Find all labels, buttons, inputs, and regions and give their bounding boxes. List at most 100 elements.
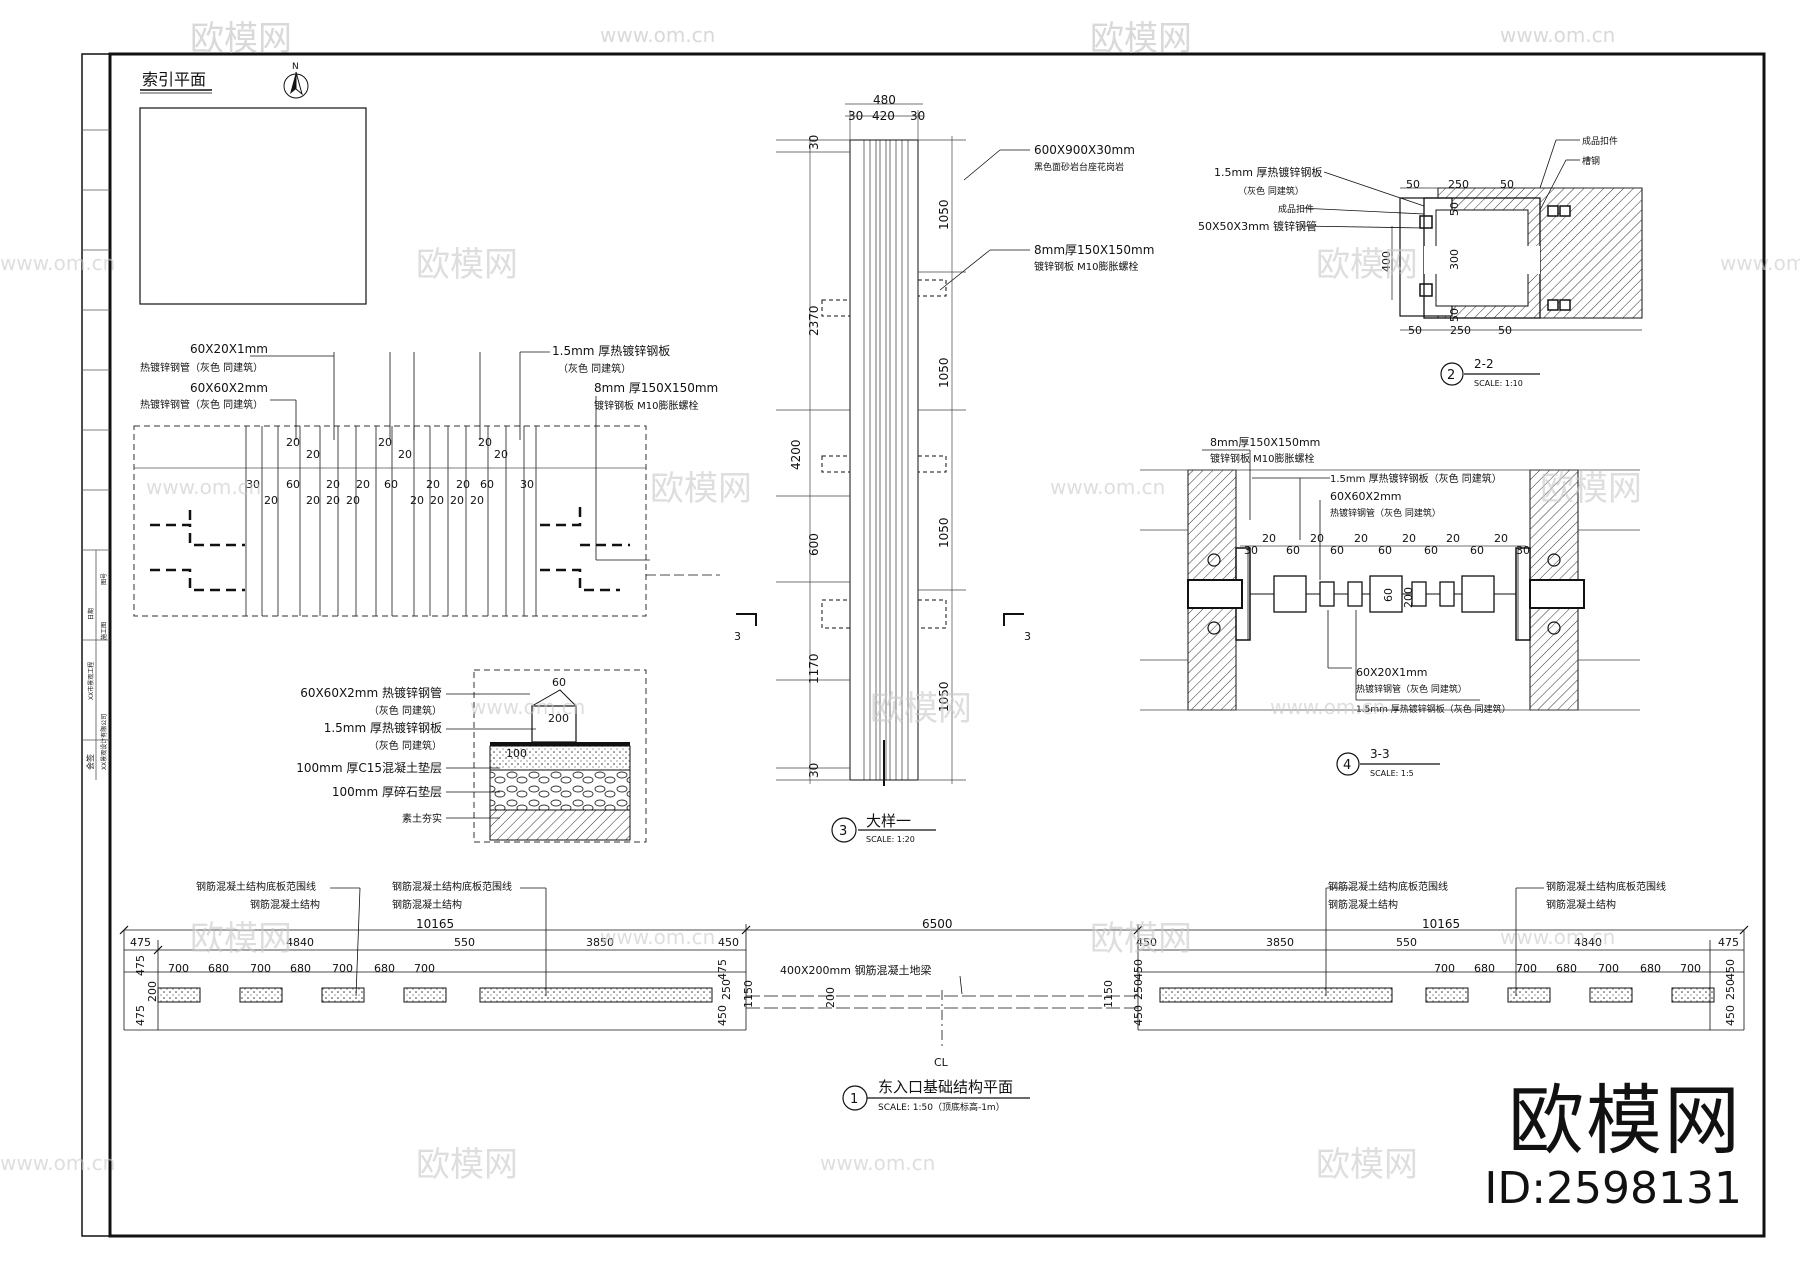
d3-top-dim: 420: [872, 109, 895, 123]
brand-id: ID:2598131: [1484, 1163, 1742, 1214]
elev-note: 热镀锌钢管（灰色 同建筑）: [140, 398, 263, 411]
s33-dim: 60: [1286, 544, 1300, 557]
s33-number: 4: [1343, 758, 1351, 773]
brand-stamp: 欧模网 ID:2598131: [1484, 1078, 1742, 1214]
plan-dim: 4840: [1574, 936, 1602, 949]
d3-note: 黑色面砂岩台座花岗岩: [1034, 161, 1124, 173]
watermark-url: www.om.cn: [1270, 695, 1385, 719]
plan-vdim: 450: [1132, 1005, 1145, 1026]
plan-sub: 680: [1556, 962, 1577, 975]
foundation-layer: 100mm 厚C15混凝土垫层: [296, 760, 442, 775]
s33-note: 1.5mm 厚热镀锌钢板（灰色 同建筑）: [1330, 472, 1502, 485]
title-strip: 会签 XX景观设计有限公司 XX市景观工程 施工图 日期 图号: [82, 53, 110, 780]
plan-vdim: 450: [1724, 959, 1737, 980]
index-plan-frame: [139, 107, 367, 305]
elev-dim: 30: [246, 478, 260, 491]
watermark-url: www.om.cn: [600, 925, 715, 949]
strip-label: 图号: [101, 573, 108, 585]
s33-note: 热镀锌钢管（灰色 同建筑）: [1330, 507, 1441, 519]
elev-note: 8mm 厚150X150mm: [594, 381, 718, 395]
d3-top-dim: 30: [848, 109, 863, 123]
plan-callout: 钢筋混凝土结构底板范围线: [1546, 880, 1666, 893]
plan-sub: 700: [414, 962, 435, 975]
elev-dim: 20: [286, 436, 300, 449]
watermark-url: www.om.cn: [0, 251, 115, 275]
elev-dim: 20: [478, 436, 492, 449]
index-plan-title: 索引平面: [142, 70, 206, 89]
elev-dim: 20: [398, 448, 412, 461]
plan-callout: 钢筋混凝土结构底板范围线: [196, 880, 316, 893]
plan-vdim: 475: [716, 959, 729, 980]
watermark-url: www.om.cn: [820, 1151, 935, 1175]
foundation-layer: 100mm 厚碎石垫层: [332, 784, 442, 799]
s33-title: 3-3: [1370, 747, 1390, 761]
s33-dim: 20: [1310, 532, 1324, 545]
s33-title-block: 4 3-3 SCALE: 1:5: [1336, 747, 1440, 778]
elev-note: 60X60X2mm: [190, 381, 268, 395]
elev-note: （灰色 同建筑）: [558, 362, 631, 375]
elev-note: 热镀锌钢管（灰色 同建筑）: [140, 361, 263, 374]
s33-note: 60X60X2mm: [1330, 490, 1402, 503]
d3-right-dim: 1050: [937, 357, 951, 388]
drawing-frame: [108, 52, 1766, 1238]
plan-sub: 700: [1434, 962, 1455, 975]
s22-dim: 300: [1448, 249, 1461, 270]
d3-note: 镀锌钢板 M10膨胀螺栓: [1034, 260, 1139, 273]
d3-number: 3: [839, 824, 847, 839]
s33-dim: 60: [1330, 544, 1344, 557]
plan-vdim: 450: [1724, 1005, 1737, 1026]
plan-beam-label: 400X200mm 钢筋混凝土地梁: [780, 963, 931, 977]
plan-vdim: 475: [134, 1005, 147, 1026]
elev-dim: 20: [470, 494, 484, 507]
section-2-2: 50 250 50 50 250 50 50 300 50 400 1.5mm …: [1198, 135, 1643, 388]
section-3-3: 30 20 60 20 60 20 60 20 60 20 60 20 30 6…: [1140, 436, 1640, 778]
plan-callout: 钢筋混凝土结构底板范围线: [1328, 880, 1448, 893]
s33-note: 热镀锌钢管（灰色 同建筑）: [1356, 683, 1467, 695]
plan-sub: 700: [168, 962, 189, 975]
s22-title-block: 2 2-2 SCALE: 1:10: [1440, 357, 1540, 388]
d3-left-dim: 30: [807, 763, 821, 778]
plan-dim-total: 10165: [1422, 917, 1460, 931]
d3-right-dim: 1050: [937, 199, 951, 230]
d3-note: 8mm厚150X150mm: [1034, 243, 1154, 257]
s33-dim: 30: [1516, 544, 1530, 557]
strip-label: 施工图: [100, 622, 108, 640]
watermark-brand: 欧模网: [190, 19, 292, 59]
s22-title: 2-2: [1474, 357, 1494, 371]
elev-dim: 20: [430, 494, 444, 507]
watermark-layer: 欧模网 www.om.cn 欧模网 www.om.cn 欧模网 www.om.c…: [0, 19, 1800, 1185]
d3-right-dim: 1050: [937, 517, 951, 548]
plan-sub: 680: [374, 962, 395, 975]
s22-scale: SCALE: 1:10: [1474, 379, 1523, 388]
plan-callout: 钢筋混凝土结构: [392, 898, 462, 911]
strip-label: 日期: [87, 608, 95, 620]
plan-callout: 钢筋混凝土结构底板范围线: [392, 880, 512, 893]
s33-dim: 20: [1262, 532, 1276, 545]
s33-dim: 20: [1446, 532, 1460, 545]
elev-dim: 20: [378, 436, 392, 449]
elev-dim: 20: [356, 478, 370, 491]
watermark-url: www.om.cn: [1500, 925, 1615, 949]
elev-dim: 20: [306, 448, 320, 461]
foundation-layer: 1.5mm 厚热镀锌钢板: [324, 721, 442, 735]
s33-dim: 60: [1382, 588, 1395, 602]
plan-beam-width: 200: [824, 987, 837, 1008]
plan-dim: 4840: [286, 936, 314, 949]
elev-note: 1.5mm 厚热镀锌钢板: [552, 344, 670, 358]
watermark-brand: 欧模网: [1316, 1145, 1418, 1185]
elev-dim: 60: [384, 478, 398, 491]
plan-vdim: 450: [716, 1005, 729, 1026]
s33-dim: 200: [1402, 587, 1415, 608]
d3-scale: SCALE: 1:20: [866, 835, 915, 844]
s33-note: 1.5mm 厚热镀锌钢板（灰色 同建筑）: [1356, 703, 1511, 715]
plan-callout: 钢筋混凝土结构: [1546, 898, 1616, 911]
elev-dim: 20: [326, 478, 340, 491]
plan-number: 1: [850, 1092, 858, 1107]
plan-sub: 700: [1516, 962, 1537, 975]
elev-dim: 20: [346, 494, 360, 507]
plan-dim: 450: [718, 936, 739, 949]
watermark-brand: 欧模网: [190, 919, 292, 959]
watermark-brand: 欧模网: [416, 245, 518, 285]
